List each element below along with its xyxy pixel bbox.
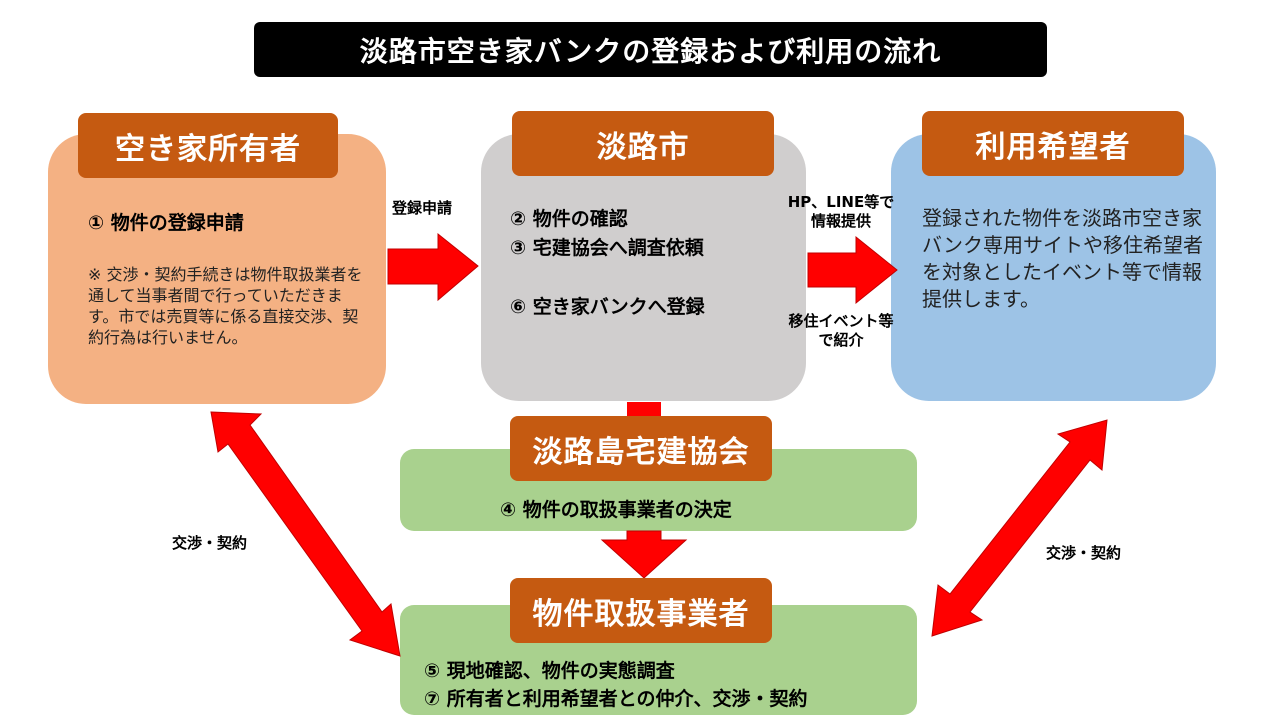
step-1: ① 物件の登録申請 bbox=[88, 212, 244, 234]
city-header: 淡路市 bbox=[512, 111, 774, 176]
label-info-hp-line-2: 情報提供 bbox=[810, 212, 871, 230]
label-info-event-2: で紹介 bbox=[818, 331, 864, 349]
association-header: 淡路島宅建協会 bbox=[510, 416, 772, 481]
owner-panel bbox=[48, 134, 386, 404]
step-7: ⑦ 所有者と利用希望者との仲介、交渉・契約 bbox=[424, 688, 808, 710]
label-info-event: 移住イベント等 で紹介 bbox=[776, 312, 906, 350]
owner-header: 空き家所有者 bbox=[78, 113, 338, 178]
step-3: ③ 宅建協会へ調査依頼 bbox=[510, 237, 704, 259]
label-info-hp-line-1: HP、LINE等で bbox=[787, 193, 895, 211]
arrow-city-to-user bbox=[807, 235, 898, 305]
arrow-user-broker-double bbox=[931, 419, 1108, 637]
arrow-owner-to-city bbox=[387, 232, 479, 302]
label-info-hp-line: HP、LINE等で 情報提供 bbox=[776, 193, 906, 231]
label-registration-request: 登録申請 bbox=[392, 199, 453, 217]
label-info-event-1: 移住イベント等 bbox=[788, 312, 894, 330]
user-panel bbox=[891, 134, 1216, 401]
user-description: 登録された物件を淡路市空き家バンク専用サイトや移住希望者を対象としたイベント等で… bbox=[922, 206, 1203, 311]
city-panel bbox=[481, 134, 806, 401]
label-negotiation-right: 交渉・契約 bbox=[1046, 544, 1122, 562]
step-6: ⑥ 空き家バンクへ登録 bbox=[510, 296, 705, 318]
label-negotiation-left: 交渉・契約 bbox=[172, 534, 248, 552]
step-4: ④ 物件の取扱事業者の決定 bbox=[500, 499, 732, 521]
arrow-association-to-broker bbox=[600, 530, 688, 579]
owner-note: ※ 交渉・契約手続きは物件取扱業者を通して当事者間で行っていただきます。市では売… bbox=[88, 265, 363, 347]
arrow-owner-broker-double bbox=[210, 411, 401, 657]
page-title: 淡路市空き家バンクの登録および利用の流れ bbox=[254, 22, 1047, 77]
arrow-city-to-association-stem bbox=[627, 402, 661, 418]
user-header: 利用希望者 bbox=[922, 111, 1184, 176]
broker-header: 物件取扱事業者 bbox=[510, 578, 772, 643]
step-5: ⑤ 現地確認、物件の実態調査 bbox=[424, 660, 675, 682]
step-2: ② 物件の確認 bbox=[510, 208, 628, 230]
